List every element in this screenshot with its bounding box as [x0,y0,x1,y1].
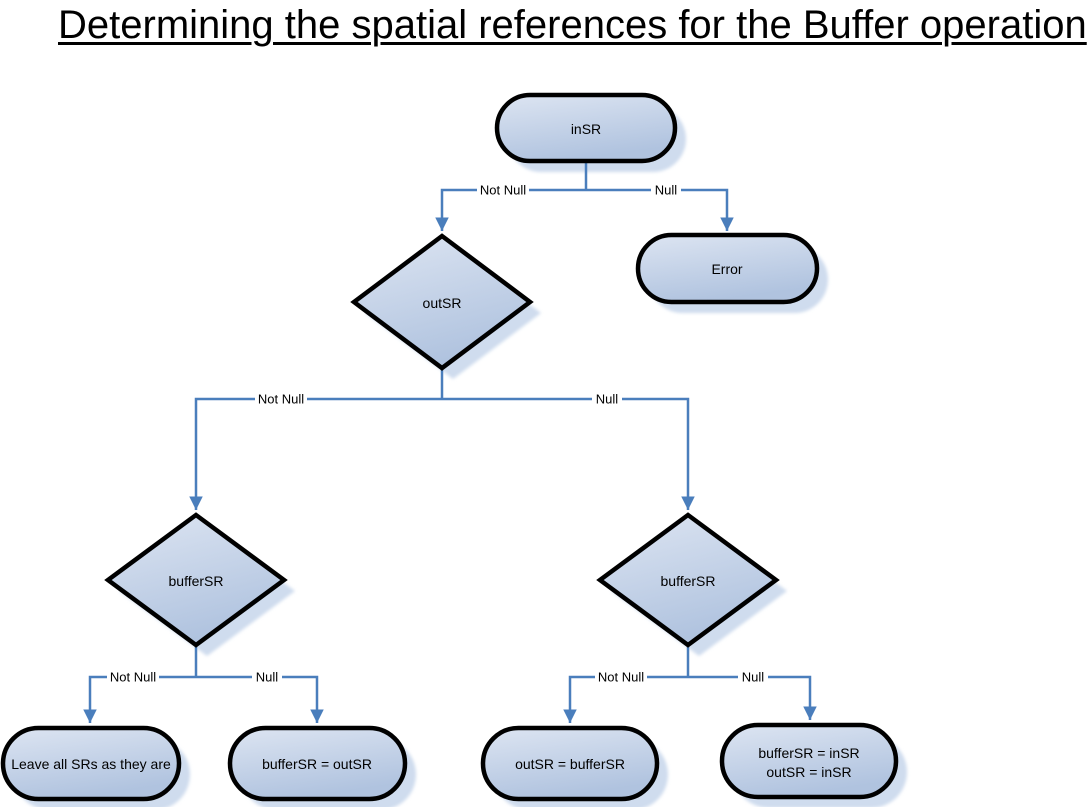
node-leave-all-shape [0,725,182,802]
edge-label-bg [651,182,681,198]
node-buffersr-eq-insr: bufferSR = inSR outSR = inSR [719,722,899,800]
node-error: Error [635,232,820,305]
node-buffersr-left-shape [104,512,288,648]
edge-outsr-null-to-buffersr-right [442,397,695,510]
node-outsr-eq-buffersr-label: outSR = bufferSR [515,756,625,772]
node-outsr-label: outSR [423,295,462,311]
node-outsr-eq-buffersr-shape [480,725,660,802]
edge-label-bg [107,669,159,685]
node-outsr-shape [350,233,534,371]
node-buffersr-right-decision: bufferSR [596,512,780,648]
edge-insr-null-to-error [586,188,734,231]
edge-label-layer: Not Null Null Not Null Null Not Null Nul… [107,182,768,685]
edge-layer [83,161,817,723]
edge-buffersr-left-null-to-outsr-assign [196,675,324,723]
node-layer: inSR Error outSR bufferSR bufferSR Leave [0,92,899,802]
edge-label-bg [592,391,622,407]
node-buffersr-eq-insr-label-line2: outSR = inSR [766,764,851,780]
edge-label: Null [655,183,678,198]
edge-buffersr-right-null-to-assign [688,675,817,720]
edge-label-bg [255,391,307,407]
edge-label: Not Null [258,392,304,407]
edge-label-bg [738,669,768,685]
node-insr-label: inSR [571,121,601,137]
edge-label: Null [256,670,279,685]
node-buffersr-eq-outsr: bufferSR = outSR [227,725,408,802]
node-buffersr-eq-outsr-label: bufferSR = outSR [262,756,372,772]
node-buffersr-right-shape [596,512,780,648]
node-error-shape [635,232,820,305]
node-buffersr-left-label: bufferSR [169,573,224,589]
edge-outsr-notnull-to-buffersr-left [189,397,442,510]
node-outsr-decision: outSR [350,233,534,371]
edge-label: Null [596,392,619,407]
edge-label-bg [595,669,647,685]
edge-label-bg [252,669,282,685]
node-insr-shape [494,92,678,164]
node-insr: inSR [494,92,678,164]
node-buffersr-eq-outsr-shape [227,725,408,802]
edge-buffersr-left-notnull-to-leave [83,675,196,723]
node-buffersr-eq-insr-label-line1: bufferSR = inSR [758,745,859,761]
node-leave-all-label: Leave all SRs as they are [11,756,171,772]
edge-label: Not Null [110,670,156,685]
shadow-layer [14,106,907,807]
edge-insr-notnull-to-outsr [435,188,586,231]
edge-label: Null [742,670,765,685]
node-error-label: Error [711,261,742,277]
node-outsr-eq-buffersr: outSR = bufferSR [480,725,660,802]
edge-label: Not Null [480,183,526,198]
diagram-title: Determining the spatial references for t… [58,3,1087,47]
edge-label-bg [477,182,529,198]
node-leave-all: Leave all SRs as they are [0,725,182,802]
node-buffersr-eq-insr-shape [719,722,899,800]
edge-buffersr-right-notnull-to-assign [563,675,688,723]
node-buffersr-right-label: bufferSR [661,573,716,589]
edge-label: Not Null [598,670,644,685]
node-buffersr-left-decision: bufferSR [104,512,288,648]
